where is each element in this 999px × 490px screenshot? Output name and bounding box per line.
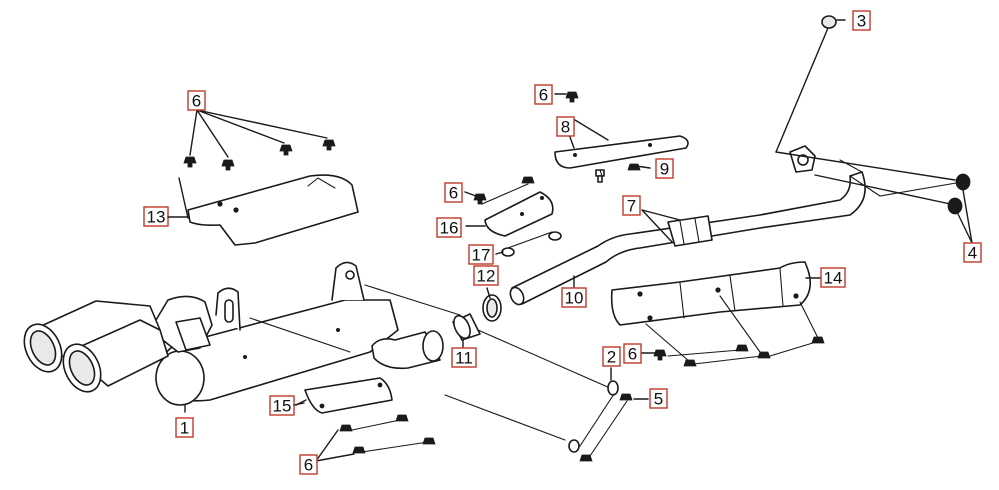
svg-text:4: 4 <box>968 244 977 263</box>
svg-text:16: 16 <box>440 219 459 238</box>
callout-8: 8 <box>556 116 575 137</box>
fasteners <box>183 15 971 462</box>
svg-text:1: 1 <box>180 419 189 438</box>
callout-3: 3 <box>852 10 871 31</box>
callout-14: 14 <box>820 267 846 288</box>
assembly-line-tail <box>444 394 566 441</box>
callout-6-front: 6 <box>623 343 642 364</box>
svg-text:12: 12 <box>477 267 496 286</box>
sleeve-and-clamp <box>452 294 502 341</box>
svg-text:6: 6 <box>628 345 637 364</box>
callout-10: 10 <box>561 287 587 308</box>
callout-5: 5 <box>649 388 668 409</box>
mid-pipe <box>509 159 963 306</box>
svg-text:3: 3 <box>857 12 866 31</box>
callout-16: 16 <box>436 217 462 238</box>
svg-text:6: 6 <box>304 456 313 475</box>
callout-6-shield: 6 <box>534 84 553 105</box>
svg-text:10: 10 <box>565 289 584 308</box>
callout-12: 12 <box>473 265 499 286</box>
svg-text:6: 6 <box>449 184 458 203</box>
callout-9: 9 <box>655 158 674 179</box>
muffler-assembly <box>23 261 444 406</box>
assembly-line-sleeve <box>477 329 611 389</box>
heat-shield-front <box>610 261 811 326</box>
svg-text:5: 5 <box>654 390 663 409</box>
svg-text:9: 9 <box>660 160 669 179</box>
svg-text:17: 17 <box>472 246 491 265</box>
svg-text:6: 6 <box>539 86 548 105</box>
callout-17: 17 <box>468 244 494 265</box>
svg-text:13: 13 <box>147 208 166 227</box>
callout-6-mid: 6 <box>444 182 463 203</box>
callout-6-top: 6 <box>187 90 206 111</box>
svg-text:2: 2 <box>607 348 616 367</box>
small-heat-shield <box>484 191 554 237</box>
assembly-line-muffler <box>364 284 461 316</box>
callout-7: 7 <box>622 195 641 216</box>
heat-shield-upper <box>187 174 359 246</box>
svg-text:8: 8 <box>561 118 570 137</box>
callout-1: 1 <box>175 417 194 438</box>
svg-text:14: 14 <box>824 269 843 288</box>
callout-11: 11 <box>451 347 477 368</box>
heat-shield-lower <box>304 377 393 414</box>
svg-text:11: 11 <box>455 349 473 368</box>
callout-4: 4 <box>963 242 982 263</box>
callout-2: 2 <box>602 346 621 367</box>
svg-text:7: 7 <box>627 197 636 216</box>
callout-15: 15 <box>269 395 295 416</box>
assembly-line-body <box>249 317 351 353</box>
svg-text:6: 6 <box>192 92 201 111</box>
callout-6-bottom: 6 <box>299 454 318 475</box>
header-heat-shield <box>554 135 689 169</box>
callout-13: 13 <box>143 206 169 227</box>
svg-text:15: 15 <box>273 397 292 416</box>
